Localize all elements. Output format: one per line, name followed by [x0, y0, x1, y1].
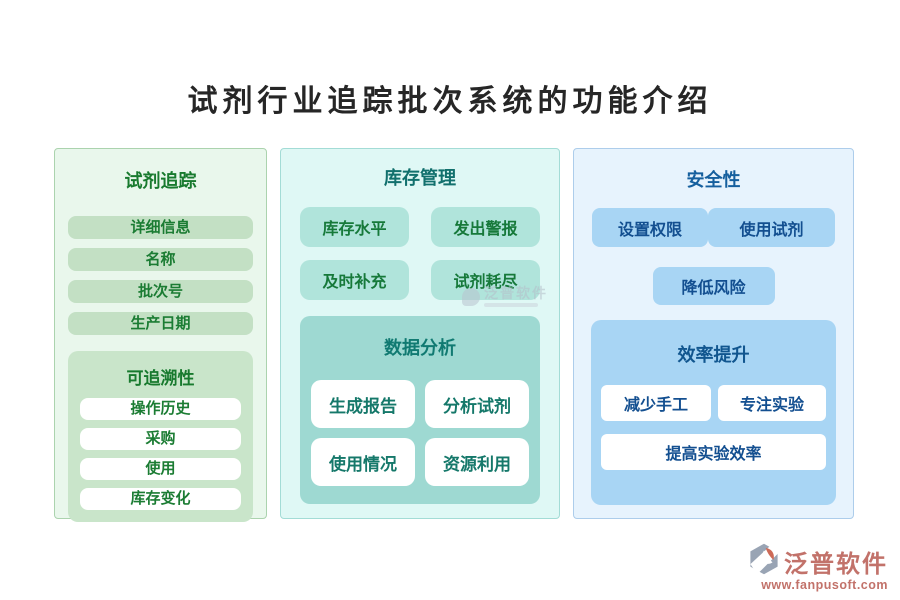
- panel-reagent-tracking: 试剂追踪 详细信息 名称 批次号 生产日期 可追溯性 操作历史 采购 使用 库存…: [54, 148, 267, 522]
- analysis-chip-grid: 生成报告 分析试剂 使用情况 资源利用: [310, 380, 530, 486]
- feature-chip-reduce-risk: 降低风险: [652, 267, 775, 305]
- feature-chip-stock-level: 库存水平: [300, 207, 409, 247]
- panel-security: 安全性 设置权限 使用试剂 降低风险 效率提升 减少手工 专注实验 提高实验效率: [573, 148, 854, 519]
- feature-chip-send-alert: 发出警报: [431, 207, 540, 247]
- subpanel-title-data-analysis: 数据分析: [384, 338, 456, 358]
- feature-chip-less-manual-work: 减少手工: [601, 385, 711, 421]
- subpanel-title-traceability: 可追溯性: [126, 369, 195, 388]
- panel-inventory-management: 库存管理 库存水平 发出警报 及时补充 试剂耗尽 数据分析 生成报告 分析试剂 …: [280, 148, 560, 519]
- subpanel-title-efficiency: 效率提升: [677, 345, 750, 365]
- feature-chip-improve-experiment-efficiency: 提高实验效率: [601, 434, 826, 470]
- feature-chip-focus-experiment: 专注实验: [718, 385, 826, 421]
- panel-title-security: 安全性: [686, 170, 741, 190]
- feature-chip-reagent-depleted: 试剂耗尽: [431, 260, 540, 300]
- feature-chip-timely-replenish: 及时补充: [300, 260, 409, 300]
- subpanel-data-analysis: 数据分析 生成报告 分析试剂 使用情况 资源利用: [300, 316, 540, 504]
- panel-title-tracking: 试剂追踪: [124, 171, 197, 191]
- feature-chip-stock-change: 库存变化: [80, 488, 241, 510]
- feature-chip-production-date: 生产日期: [68, 312, 253, 335]
- feature-chip-generate-report: 生成报告: [311, 380, 415, 428]
- feature-chip-usage-status: 使用情况: [311, 438, 415, 486]
- feature-chip-detail-info: 详细信息: [68, 216, 253, 239]
- security-chip-row: 设置权限 使用试剂: [592, 208, 835, 247]
- feature-panels: 试剂追踪 详细信息 名称 批次号 生产日期 可追溯性 操作历史 采购 使用 库存…: [54, 148, 854, 522]
- brand-logo: 泛普软件 www.fanpusoft.com: [747, 542, 888, 592]
- panel-title-inventory: 库存管理: [384, 168, 456, 188]
- subpanel-efficiency: 效率提升 减少手工 专注实验 提高实验效率: [591, 320, 836, 505]
- fanpu-logo-icon: [747, 542, 781, 581]
- feature-chip-operation-history: 操作历史: [80, 398, 241, 420]
- subpanel-traceability: 可追溯性 操作历史 采购 使用 库存变化: [68, 351, 253, 522]
- page-title: 试剂行业追踪批次系统的功能介绍: [187, 85, 713, 118]
- feature-chip-name: 名称: [68, 248, 253, 271]
- feature-chip-set-permissions: 设置权限: [592, 208, 708, 247]
- feature-chip-purchase: 采购: [80, 428, 241, 450]
- feature-chip-batch-no: 批次号: [68, 280, 253, 303]
- efficiency-chip-row: 减少手工 专注实验: [601, 385, 826, 421]
- brand-url: www.fanpusoft.com: [761, 578, 888, 592]
- feature-chip-usage: 使用: [80, 458, 241, 480]
- feature-chip-resource-utilization: 资源利用: [425, 438, 529, 486]
- inventory-chip-grid: 库存水平 发出警报 及时补充 试剂耗尽: [300, 207, 540, 300]
- feature-chip-analyze-reagent: 分析试剂: [425, 380, 529, 428]
- feature-chip-use-reagent: 使用试剂: [708, 208, 835, 247]
- brand-name: 泛普软件: [784, 551, 888, 578]
